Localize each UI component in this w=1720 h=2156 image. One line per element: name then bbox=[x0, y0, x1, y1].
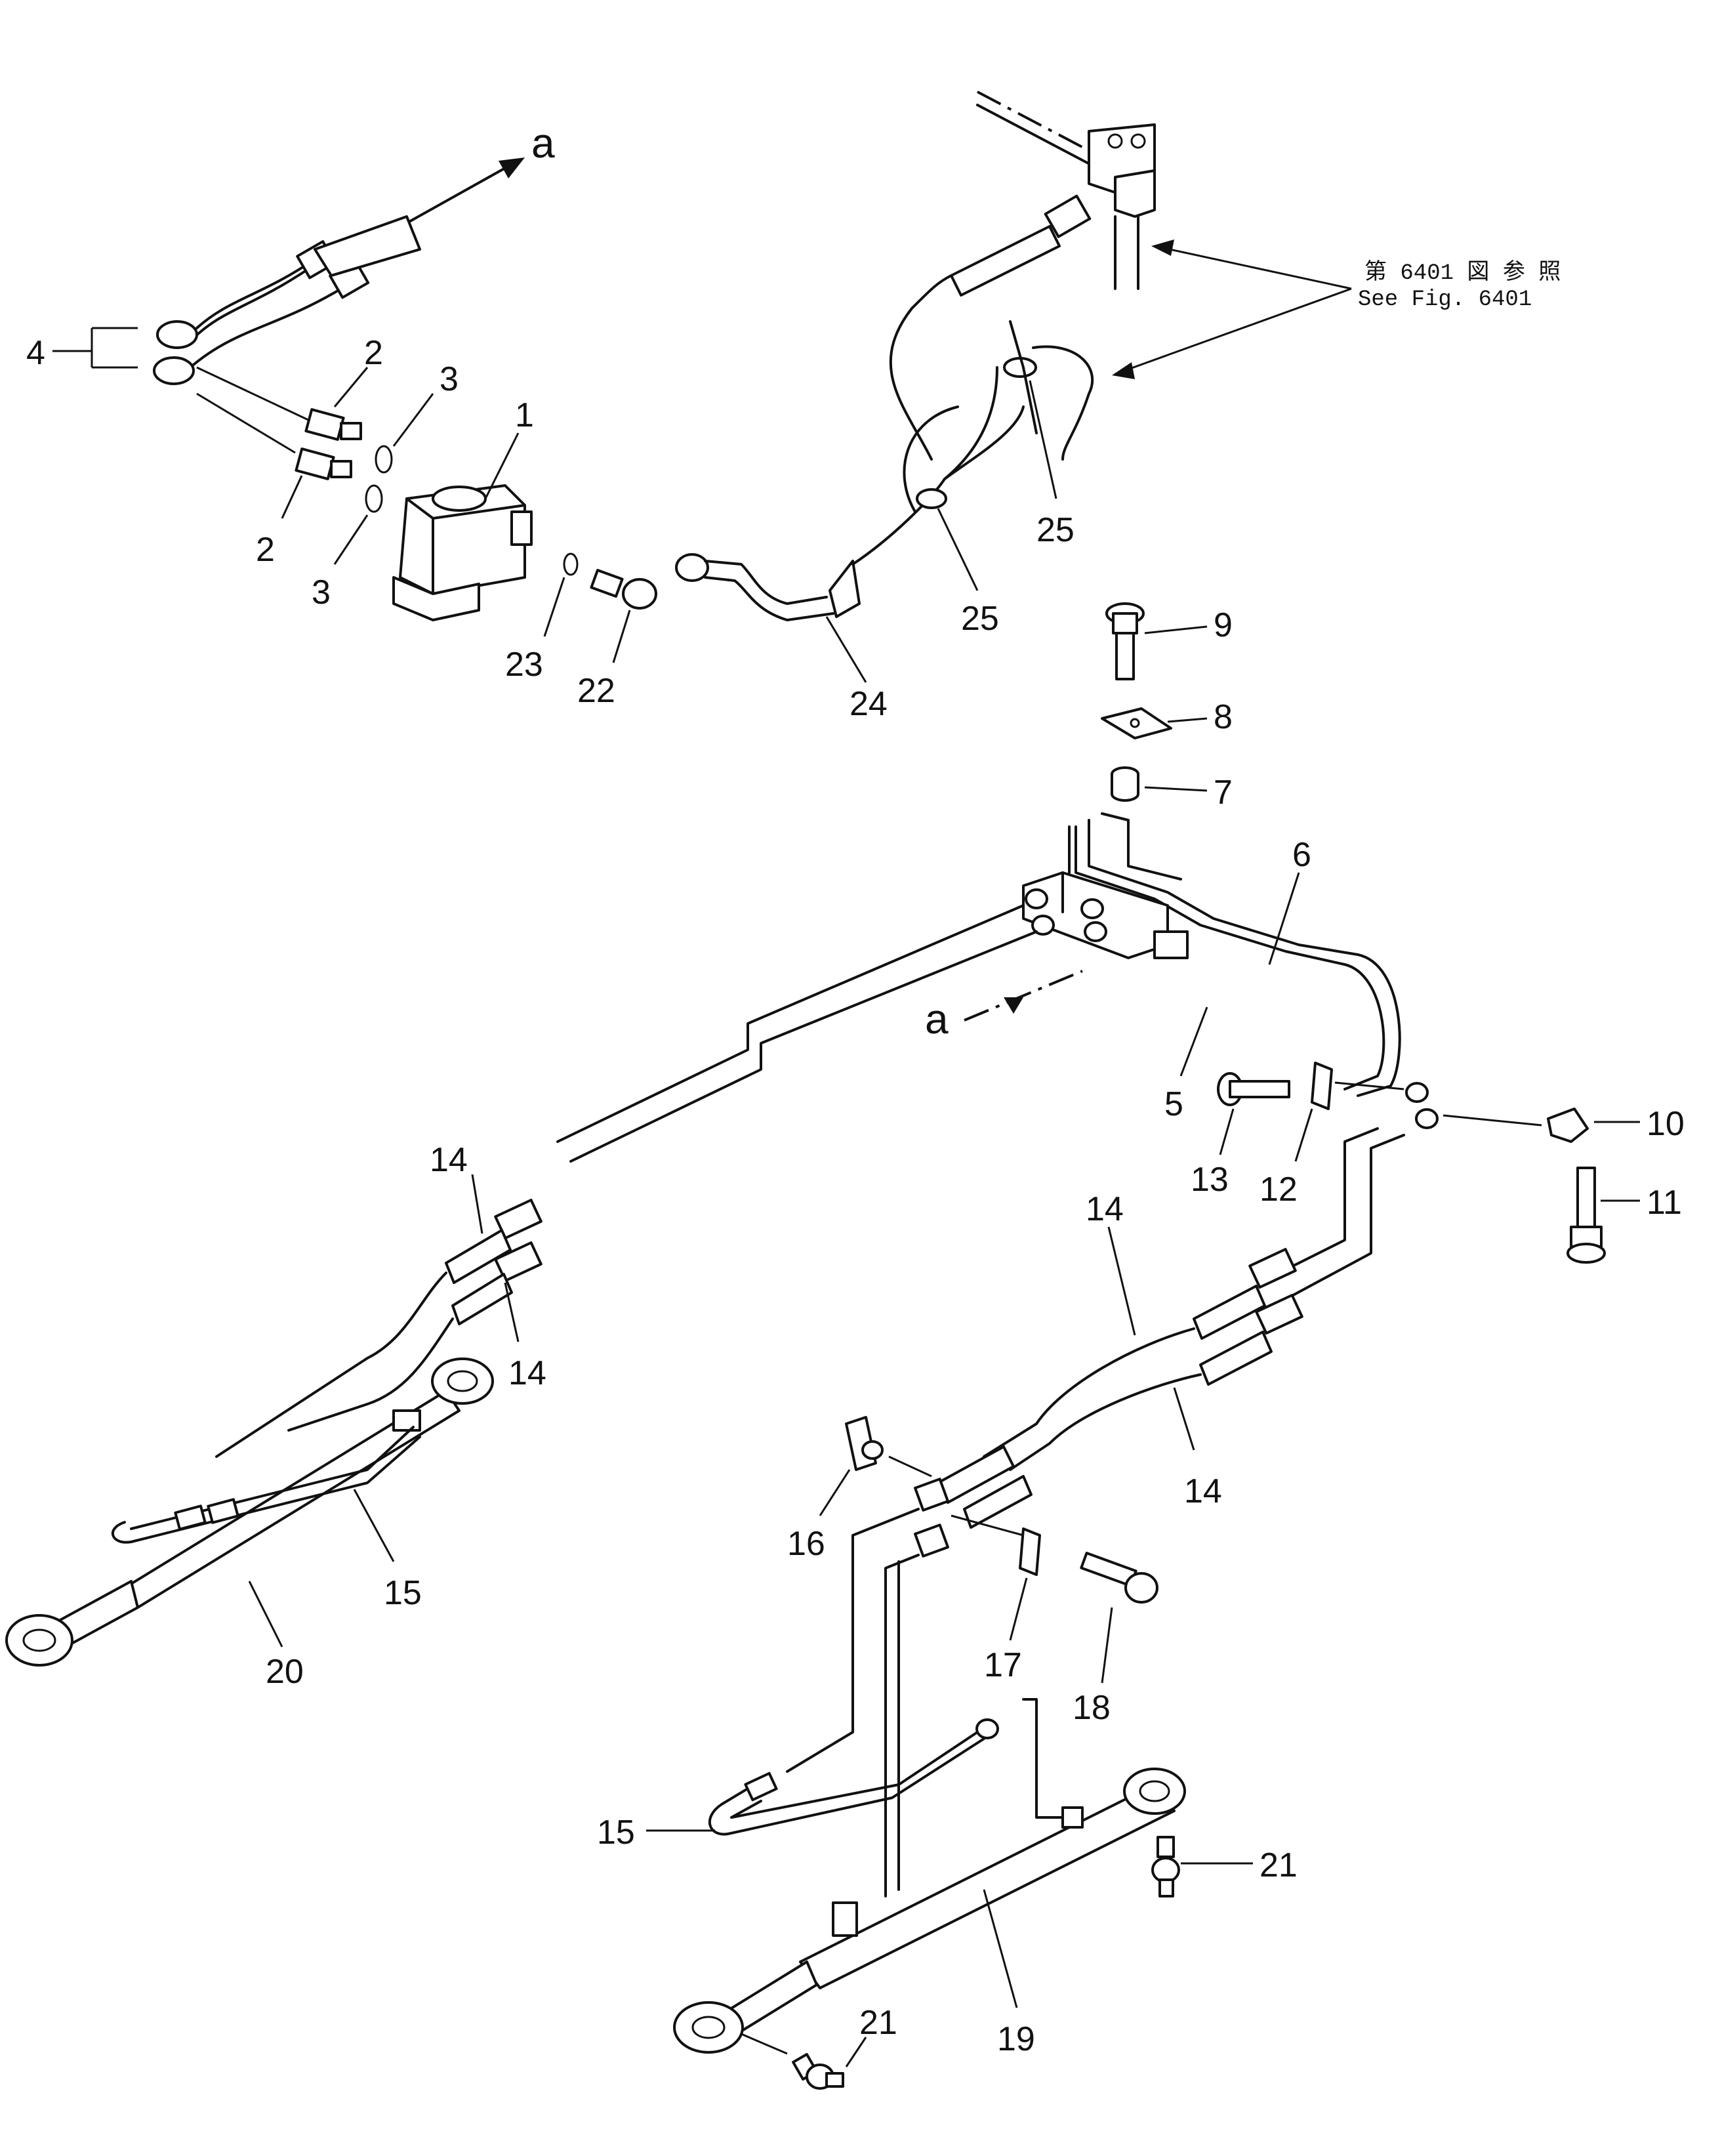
grease-fitting-21a bbox=[1151, 1836, 1180, 1897]
callout-10: 10 bbox=[1647, 1105, 1685, 1143]
pipe-15-left bbox=[111, 1436, 421, 1544]
steering-valve-group: a bbox=[91, 91, 1561, 621]
callout-7: 7 bbox=[1214, 774, 1233, 812]
steering-cylinder-20 bbox=[5, 1358, 494, 1667]
bolt-11 bbox=[1566, 1167, 1606, 1264]
callout-11: 11 bbox=[1647, 1184, 1682, 1222]
callout-13: 13 bbox=[1191, 1161, 1229, 1199]
callout-23: 23 bbox=[505, 646, 543, 684]
junction-block-group: a bbox=[925, 602, 1606, 1264]
pipe-15-right bbox=[708, 1737, 985, 1836]
callout-14b: 14 bbox=[508, 1354, 546, 1392]
o-ring-3b bbox=[365, 484, 383, 513]
callout-12: 12 bbox=[1259, 1171, 1298, 1209]
callout-3b: 3 bbox=[312, 573, 331, 612]
callout-3a: 3 bbox=[440, 360, 459, 398]
callout-20: 20 bbox=[266, 1653, 304, 1691]
callouts: 1 2 2 3 3 4 5 6 7 8 9 10 11 bbox=[26, 334, 1685, 2067]
callout-5: 5 bbox=[1164, 1085, 1183, 1123]
callout-15b: 15 bbox=[597, 1814, 635, 1852]
callout-2b: 2 bbox=[256, 531, 275, 569]
clip-12 bbox=[1311, 1062, 1333, 1110]
callout-22: 22 bbox=[577, 672, 615, 710]
steering-cylinder-19 bbox=[673, 1768, 1186, 2054]
bolt-9 bbox=[1105, 602, 1145, 680]
hose-clamp-25b bbox=[1003, 357, 1037, 378]
o-ring-23 bbox=[563, 552, 579, 576]
elbow-fitting-22 bbox=[590, 569, 657, 610]
clip-17 bbox=[1019, 1527, 1041, 1576]
callout-14c: 14 bbox=[1086, 1190, 1124, 1228]
clamp-10 bbox=[1547, 1108, 1589, 1143]
callout-18: 18 bbox=[1073, 1689, 1111, 1727]
bolt-13 bbox=[1217, 1072, 1290, 1106]
callout-17: 17 bbox=[984, 1646, 1022, 1684]
callout-1: 1 bbox=[515, 396, 534, 434]
callout-8: 8 bbox=[1214, 698, 1233, 736]
plate-8 bbox=[1101, 707, 1172, 739]
grease-fitting-21b bbox=[792, 2053, 844, 2090]
spacer-7 bbox=[1111, 766, 1139, 802]
callout-14d: 14 bbox=[1184, 1472, 1222, 1510]
callout-24: 24 bbox=[850, 685, 888, 723]
callout-25b: 25 bbox=[1036, 511, 1075, 549]
callout-25a: 25 bbox=[961, 600, 999, 638]
callout-6: 6 bbox=[1292, 836, 1311, 874]
callout-16: 16 bbox=[787, 1525, 825, 1563]
adapter-fitting-2b bbox=[295, 447, 352, 480]
hose-clamp-25a bbox=[916, 488, 947, 509]
view-marker-a-mid: a bbox=[925, 995, 949, 1043]
adapter-fitting-2a bbox=[304, 408, 362, 441]
callout-21b: 21 bbox=[859, 2004, 897, 2042]
bolt-18 bbox=[1080, 1552, 1158, 1604]
o-ring-3a bbox=[375, 445, 393, 474]
callout-4: 4 bbox=[26, 334, 45, 372]
reference-note-jp: 第 6401 図 参 照 bbox=[1364, 259, 1561, 286]
callout-15a: 15 bbox=[384, 1574, 422, 1612]
view-marker-a-top: a bbox=[531, 119, 555, 167]
hose-24 bbox=[675, 553, 861, 621]
callout-21a: 21 bbox=[1259, 1846, 1298, 1884]
right-steering-cylinder-group bbox=[673, 1127, 1405, 2090]
left-steering-cylinder-group bbox=[5, 904, 1038, 1667]
callout-19: 19 bbox=[997, 2020, 1035, 2058]
callout-14a: 14 bbox=[430, 1141, 468, 1179]
reference-note-en: See Fig. 6401 bbox=[1358, 287, 1532, 312]
clamp-16 bbox=[845, 1416, 884, 1471]
steering-valve-body bbox=[392, 484, 533, 621]
connected-valve-fig6401 bbox=[976, 91, 1156, 290]
callout-2a: 2 bbox=[364, 334, 383, 372]
callout-9: 9 bbox=[1214, 606, 1233, 644]
